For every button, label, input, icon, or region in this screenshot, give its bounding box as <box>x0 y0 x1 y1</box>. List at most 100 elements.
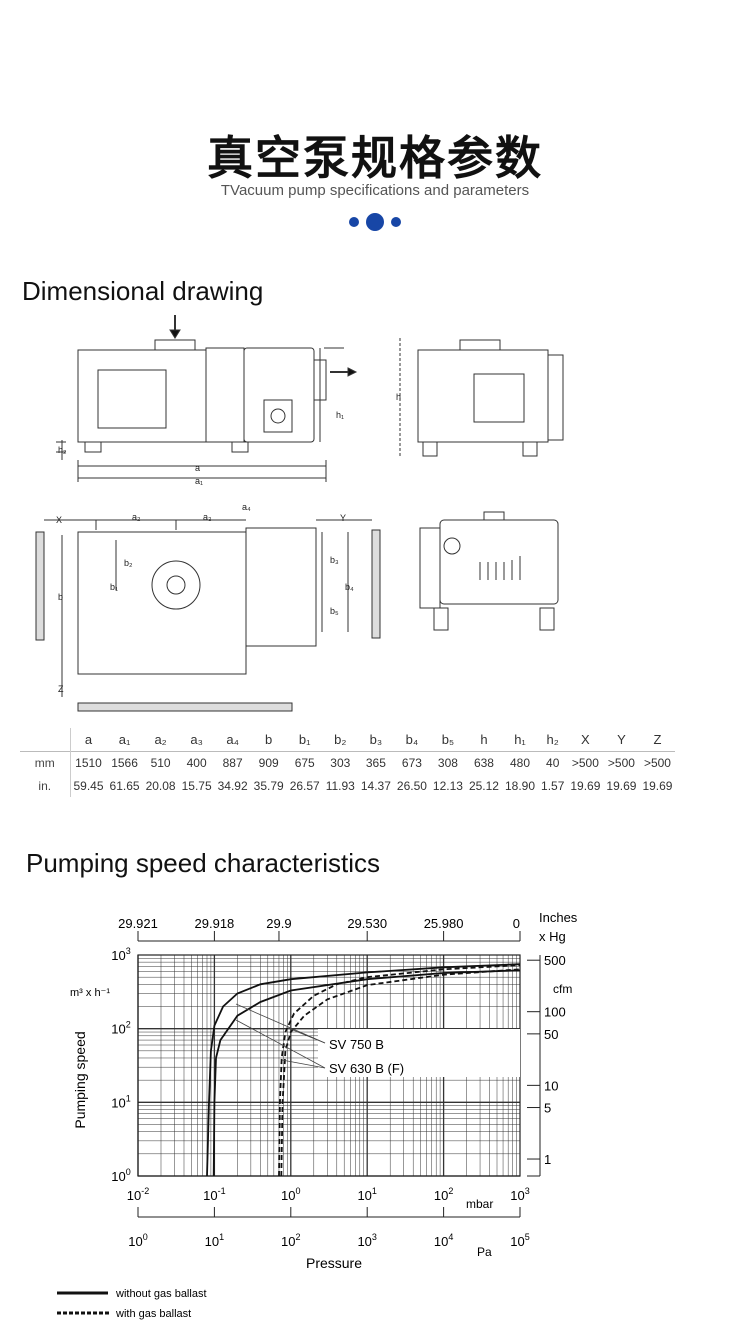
dim-label-x: X <box>56 515 62 525</box>
top-tick-label: 29.9 <box>266 916 291 931</box>
x-unit-pa: Pa <box>477 1245 492 1259</box>
table-cell: 25.12 <box>468 778 499 793</box>
right-tick-label: 10 <box>544 1078 558 1093</box>
table-cell: 26.50 <box>396 778 427 793</box>
table-cell: 59.45 <box>73 778 104 793</box>
dim-label-b: b <box>58 592 63 602</box>
table-cell: 61.65 <box>109 778 140 793</box>
page-title: 真空泵规格参数 <box>207 131 543 185</box>
pa-tick-label: 104 <box>434 1232 453 1249</box>
top-tick-label: 29.918 <box>195 916 235 931</box>
x-tick-label: 103 <box>510 1186 529 1203</box>
tick-exponent: 1 <box>126 1093 131 1103</box>
tick-exponent: 1 <box>372 1186 377 1196</box>
table-cell: 480 <box>509 755 531 770</box>
dim-label-b1: b₁ <box>110 582 118 592</box>
dim-label-z: Z <box>58 684 64 694</box>
column-header: a₃ <box>190 731 203 747</box>
annotation-sv630: SV 630 B (F) <box>329 1061 404 1076</box>
x-tick-label: 10-1 <box>203 1186 225 1203</box>
column-header: b₅ <box>441 731 455 747</box>
side-view: a a₁ h₂ h₁ <box>56 315 358 486</box>
tick-exponent: 0 <box>296 1186 301 1196</box>
top-tick-label: 29.921 <box>118 916 158 931</box>
y-axis-title: Pumping speed <box>72 1031 88 1128</box>
table-cell: 19.69 <box>606 778 637 793</box>
tick-exponent: 5 <box>525 1232 530 1242</box>
pa-tick-label: 100 <box>128 1232 147 1249</box>
y-tick-label: 100 <box>111 1167 130 1184</box>
table-cell: 675 <box>294 755 315 770</box>
dimensional-drawing: a a₁ h₂ h₁ h X Y Z b b₁ b₂ b₃ b₄ b₅ a₂ a… <box>35 315 564 712</box>
annotation-leader <box>235 1019 326 1069</box>
decor-dot <box>349 217 359 227</box>
right-tick-label: 500 <box>544 953 566 968</box>
tick-exponent: 0 <box>143 1232 148 1242</box>
dim-label-h: h <box>396 392 401 402</box>
top-unit-inches: Inches <box>539 910 578 925</box>
column-header: h₁ <box>514 731 526 747</box>
y-tick-label: 102 <box>111 1020 130 1037</box>
pa-tick-label: 105 <box>510 1232 529 1249</box>
top-unit-hg: x Hg <box>539 929 566 944</box>
series-line-dashed <box>280 968 521 1177</box>
table-cell: 12.13 <box>432 778 463 793</box>
column-header: h <box>480 731 488 747</box>
x-axis-title: Pressure <box>306 1255 362 1271</box>
section-title-dimensional: Dimensional drawing <box>22 276 264 306</box>
table-cell: 34.92 <box>217 778 248 793</box>
annotation-box <box>318 1029 520 1077</box>
page-subtitle: TVacuum pump specifications and paramete… <box>220 182 530 199</box>
table-cell: 510 <box>150 755 171 770</box>
front-view: h <box>396 338 564 458</box>
column-header: X <box>581 731 590 747</box>
decor-dot <box>391 217 401 227</box>
y-tick-label: 103 <box>111 946 130 963</box>
dim-label-h1: h₁ <box>336 410 344 420</box>
annotation-sv750: SV 750 B <box>329 1037 384 1052</box>
table-cell: 673 <box>401 755 422 770</box>
table-cell: 26.57 <box>289 778 320 793</box>
tick-exponent: 3 <box>126 946 131 956</box>
table-cell: >500 <box>607 755 635 770</box>
dim-label-b5: b₅ <box>330 606 339 616</box>
column-header: a₄ <box>226 731 239 747</box>
unit-label: mm <box>20 751 71 774</box>
series-line-dashed <box>278 964 521 1177</box>
right-tick-label: 1 <box>544 1152 551 1167</box>
dim-label-a4: a₄ <box>242 502 251 512</box>
table-cell: 400 <box>186 755 207 770</box>
top-tick-label: 25.980 <box>424 916 464 931</box>
column-header: a <box>84 731 93 747</box>
legend-label-dashed: with gas ballast <box>115 1308 191 1320</box>
table-cell: 20.08 <box>145 778 176 793</box>
dim-label-a2: a₂ <box>132 512 141 522</box>
legend-label-solid: without gas ballast <box>115 1288 207 1300</box>
decor-dot <box>366 213 384 231</box>
tick-exponent: 2 <box>126 1020 131 1030</box>
table-cell: 19.69 <box>642 778 673 793</box>
table-cell: 14.37 <box>360 778 391 793</box>
table-cell: 35.79 <box>253 778 284 793</box>
dim-label-b4: b₄ <box>345 582 354 592</box>
table-cell: 909 <box>258 755 279 770</box>
table-cell: 365 <box>365 755 386 770</box>
tick-exponent: 3 <box>372 1232 377 1242</box>
pa-tick-label: 103 <box>357 1232 376 1249</box>
x-tick-label: 102 <box>434 1186 453 1203</box>
table-cell: >500 <box>643 755 671 770</box>
table-cell: 638 <box>473 755 494 770</box>
series-line-solid <box>206 963 521 1177</box>
x-tick-label: 100 <box>281 1186 300 1203</box>
section-title-pumping: Pumping speed characteristics <box>26 848 381 878</box>
top-tick-label: 29.530 <box>347 916 387 931</box>
table-cell: 1566 <box>111 755 138 770</box>
top-tick-label: 0 <box>513 916 520 931</box>
dim-label-a3: a₃ <box>203 512 212 522</box>
pa-tick-label: 101 <box>205 1232 224 1249</box>
table-cell: >500 <box>571 755 599 770</box>
column-header: h₂ <box>546 731 559 747</box>
table-cell: 18.90 <box>504 778 536 793</box>
